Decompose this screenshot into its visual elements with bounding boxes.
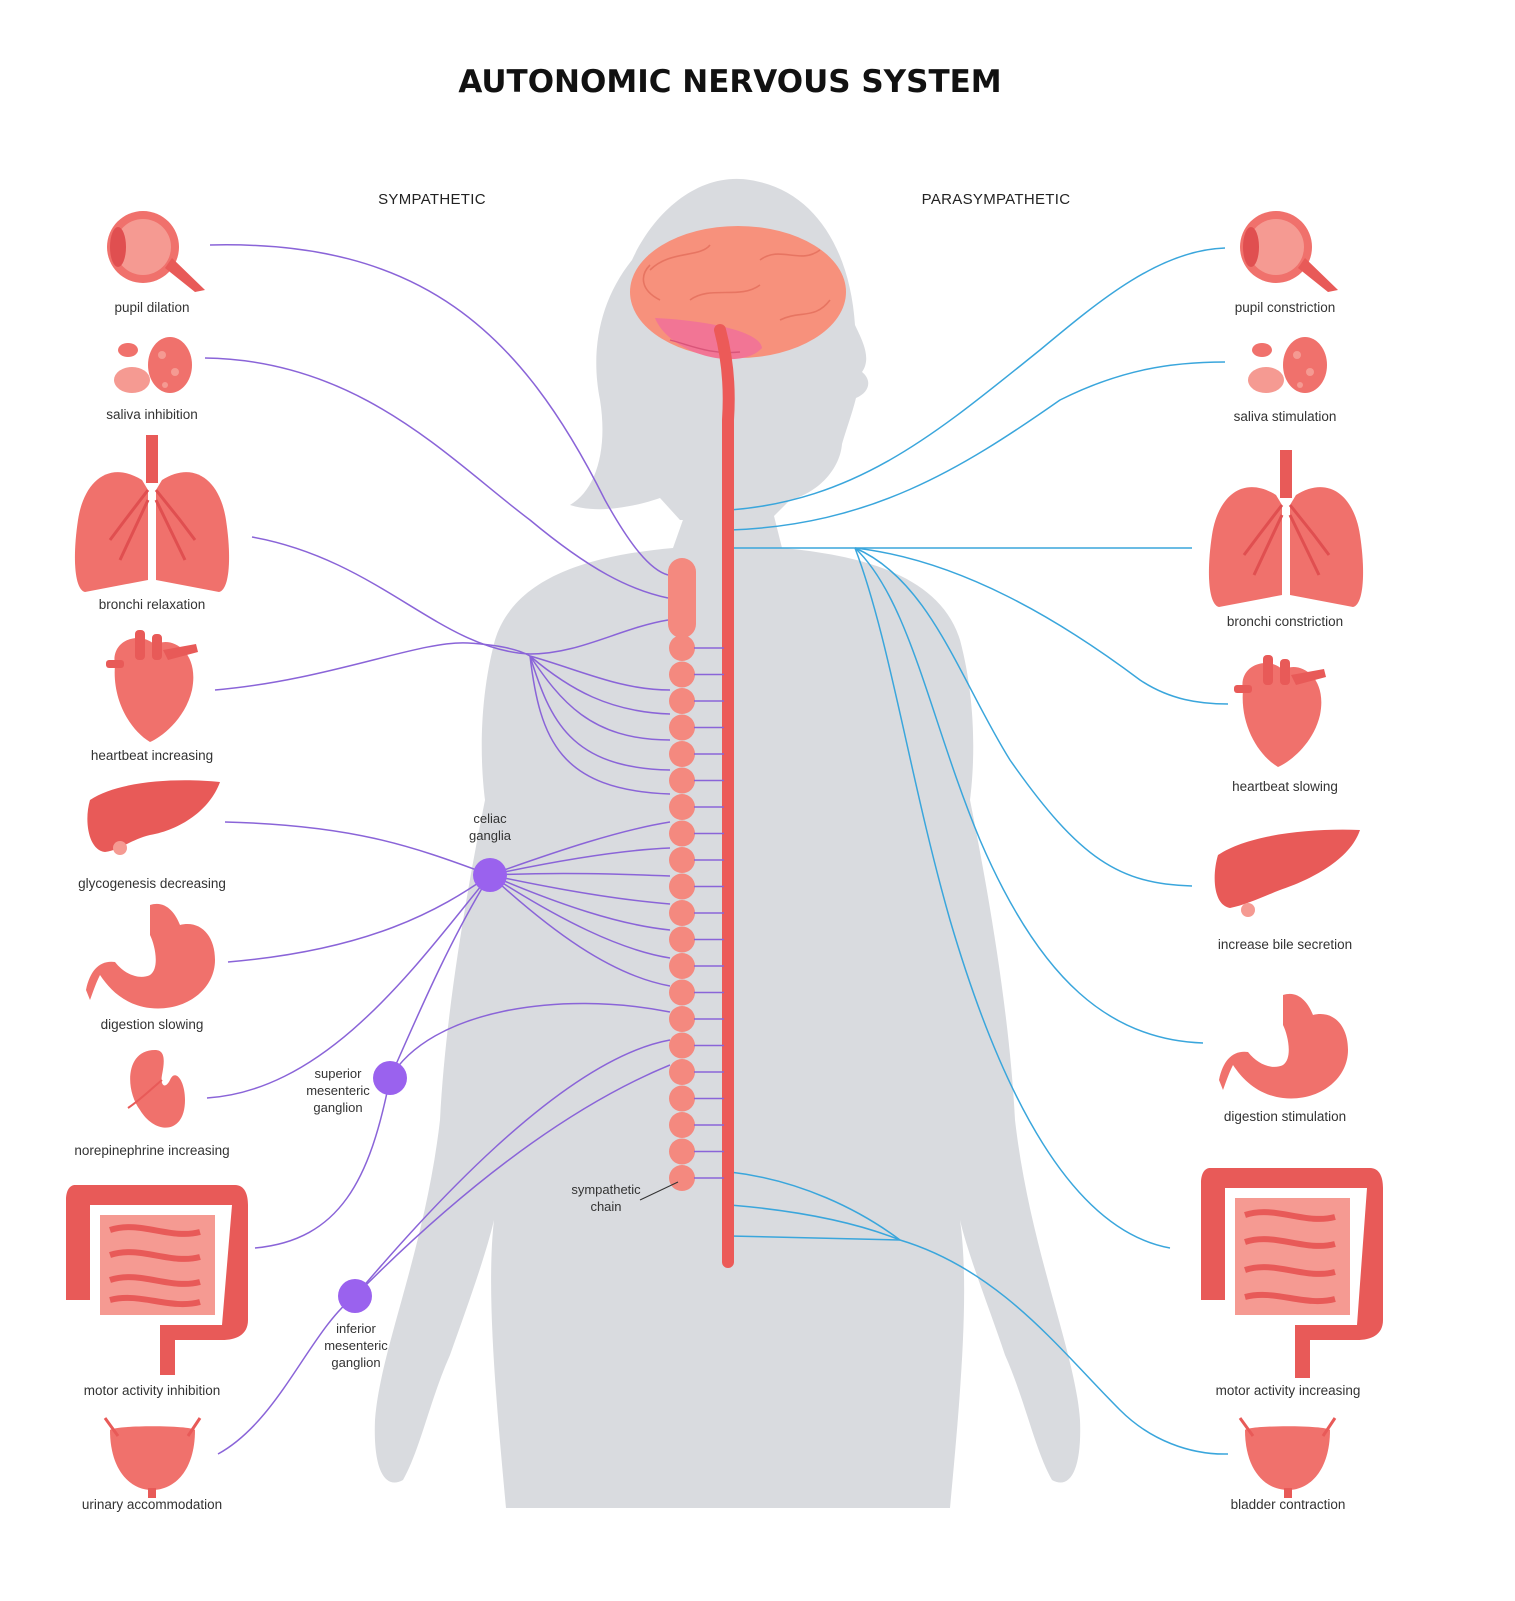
chain-ganglion-bead	[669, 926, 695, 953]
organ-label: bronchi constriction	[1227, 614, 1343, 629]
chain-ganglion-bead	[669, 847, 695, 873]
svg-text:superior: superior	[315, 1066, 363, 1081]
superior-mesenteric-label: superior mesenteric ganglion	[306, 1066, 370, 1115]
chain-ganglion-bead	[669, 1165, 695, 1191]
chain-ganglion-bead	[669, 979, 695, 1006]
inferior-mesenteric-ganglion	[338, 1279, 372, 1313]
svg-text:ganglia: ganglia	[469, 828, 512, 843]
stomach-icon	[1219, 993, 1348, 1099]
stomach-icon	[86, 903, 215, 1009]
svg-text:inferior: inferior	[336, 1321, 376, 1336]
sympathetic-label: SYMPATHETIC	[378, 191, 486, 208]
chain-ganglion-bead	[669, 1085, 695, 1112]
chain-ganglion-bead	[669, 635, 695, 661]
svg-text:ganglion: ganglion	[313, 1100, 362, 1115]
liver-icon	[1214, 829, 1360, 917]
svg-text:mesenteric: mesenteric	[306, 1083, 370, 1098]
chain-ganglion-bead	[669, 1059, 695, 1085]
organ-label: saliva inhibition	[106, 407, 198, 422]
organ-label: increase bile secretion	[1218, 937, 1352, 952]
spinal-cord	[714, 324, 735, 1268]
svg-text:sympathetic: sympathetic	[571, 1182, 641, 1197]
chain-connectors	[694, 647, 724, 1179]
chain-ganglion-bead	[669, 820, 695, 847]
lungs-icon	[74, 435, 230, 592]
organ-label: heartbeat slowing	[1232, 779, 1338, 794]
organ-label: saliva stimulation	[1234, 409, 1337, 424]
svg-text:ganglion: ganglion	[331, 1355, 380, 1370]
chain-ganglion-bead	[669, 953, 695, 979]
salivary-gland-icon	[1248, 337, 1327, 393]
organ-label: heartbeat increasing	[91, 748, 213, 763]
eye-icon	[1240, 211, 1338, 292]
chain-ganglion-bead	[669, 873, 695, 900]
chain-ganglion-bead	[669, 1006, 695, 1032]
chain-ganglion-bead	[669, 714, 695, 741]
svg-text:celiac: celiac	[473, 811, 507, 826]
parasympathetic-nerves	[729, 247, 1229, 1455]
chain-ganglion-bead	[669, 688, 695, 714]
intestine-icon	[66, 1185, 248, 1375]
sympathetic-chain-label: sympathetic chain	[571, 1181, 679, 1214]
celiac-ganglion	[473, 858, 507, 892]
chain-ganglion-bead	[669, 794, 695, 820]
chain-ganglion-bead	[669, 1138, 695, 1165]
salivary-gland-icon	[114, 337, 192, 393]
brain	[630, 226, 846, 360]
chain-ganglion-bead	[669, 1032, 695, 1059]
inferior-mesenteric-label: inferior mesenteric ganglion	[324, 1321, 388, 1370]
organ-label: motor activity increasing	[1216, 1383, 1361, 1398]
sympathetic-chain	[668, 558, 696, 1191]
chain-ganglion-bead	[669, 1112, 695, 1138]
chain-ganglion-bead	[669, 900, 695, 926]
sympathetic-nerves	[204, 244, 671, 1455]
organ-label: norepinephrine increasing	[74, 1143, 229, 1158]
organ-label: bronchi relaxation	[99, 597, 206, 612]
chain-ganglion-bead	[669, 661, 695, 688]
intestine-icon	[1201, 1168, 1383, 1378]
bladder-icon	[103, 1417, 202, 1498]
chain-beads	[669, 635, 695, 1191]
organ-label: digestion stimulation	[1224, 1109, 1346, 1124]
heart-icon	[1234, 655, 1326, 767]
heart-icon	[106, 630, 198, 742]
organ-label: pupil constriction	[1235, 300, 1336, 315]
organ-label: digestion slowing	[101, 1017, 204, 1032]
svg-text:chain: chain	[590, 1199, 621, 1214]
bladder-icon	[1238, 1417, 1337, 1498]
eye-icon	[107, 211, 205, 292]
svg-text:mesenteric: mesenteric	[324, 1338, 388, 1353]
lungs-icon	[1208, 450, 1364, 607]
superior-mesenteric-ganglion	[373, 1061, 407, 1095]
liver-icon	[87, 780, 220, 855]
organ-label: pupil dilation	[114, 300, 189, 315]
organ-label: urinary accommodation	[82, 1497, 222, 1512]
organ-label: motor activity inhibition	[84, 1383, 221, 1398]
chain-ganglion-bead	[669, 767, 695, 794]
organ-label: bladder contraction	[1231, 1497, 1346, 1512]
organ-label: glycogenesis decreasing	[78, 876, 226, 891]
diagram-title: AUTONOMIC NERVOUS SYSTEM	[458, 64, 1001, 100]
chain-ganglion-bead	[669, 741, 695, 767]
kidney-icon	[127, 1050, 185, 1128]
parasympathetic-label: PARASYMPATHETIC	[922, 191, 1071, 208]
celiac-ganglia-label: celiac ganglia	[469, 811, 512, 843]
